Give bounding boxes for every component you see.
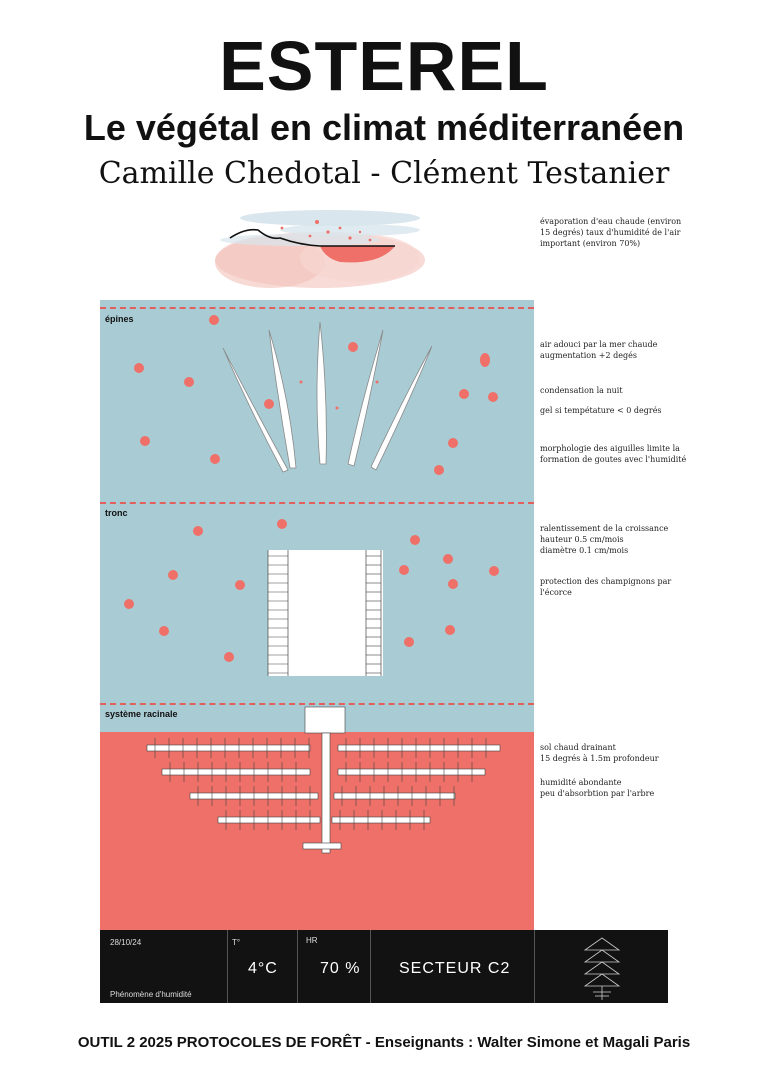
sector-value: SECTEUR C2: [399, 960, 511, 977]
note-gel: gel si tempétature < 0 degrés: [540, 406, 662, 415]
soil-zone: [100, 732, 534, 930]
trunk-illustration: [124, 519, 499, 676]
humidity-cell: HR 70 %: [297, 930, 370, 1003]
tree-icon-cell: [534, 930, 669, 1003]
date-label: 28/10/24: [110, 938, 142, 947]
divider-racines: [100, 703, 534, 705]
roots-illustration: [146, 706, 501, 854]
root-branch: [333, 792, 456, 800]
root-collar: [304, 706, 346, 734]
phenomenon-label: Phénomène d'humidité: [110, 990, 192, 999]
temperature-value: 4°C: [248, 960, 278, 977]
pine-tree-icon: [583, 937, 621, 1000]
humidity-value: 70 %: [320, 960, 361, 977]
evaporation-illustration: [200, 200, 440, 300]
humidity-label: HR: [306, 936, 318, 945]
taproot: [321, 732, 331, 854]
page-title: ESTEREL: [219, 27, 549, 105]
needles-illustration: [134, 315, 498, 475]
info-bar: 28/10/24 Phénomène d'humidité T° 4°C HR …: [100, 930, 668, 1003]
temperature-label: T°: [232, 938, 241, 947]
section-label-racines: système racinale: [105, 709, 178, 719]
authors: Camille Chedotal - Clément Testanier: [98, 156, 670, 191]
note-condensation: condensation la nuit: [540, 386, 623, 395]
root-branch: [337, 744, 501, 752]
temperature-cell: T° 4°C: [227, 930, 298, 1003]
root-branch: [217, 816, 321, 824]
sector-cell: SECTEUR C2: [370, 930, 534, 1003]
footer-credits: OUTIL 2 2025 PROTOCOLES DE FORÊT - Ensei…: [77, 1034, 691, 1051]
taproot-base: [302, 842, 342, 850]
page-subtitle: Le végétal en climat méditerranéen: [83, 107, 685, 148]
section-label-epines: épines: [105, 314, 134, 324]
tree-section-board: épines tronc système racinale: [100, 300, 534, 930]
root-branch: [337, 768, 486, 776]
section-label-tronc: tronc: [105, 508, 128, 518]
root-branch: [146, 744, 311, 752]
root-branch: [161, 768, 311, 776]
root-branch: [331, 816, 431, 824]
divider-epines: [100, 307, 534, 309]
divider-tronc: [100, 502, 534, 504]
